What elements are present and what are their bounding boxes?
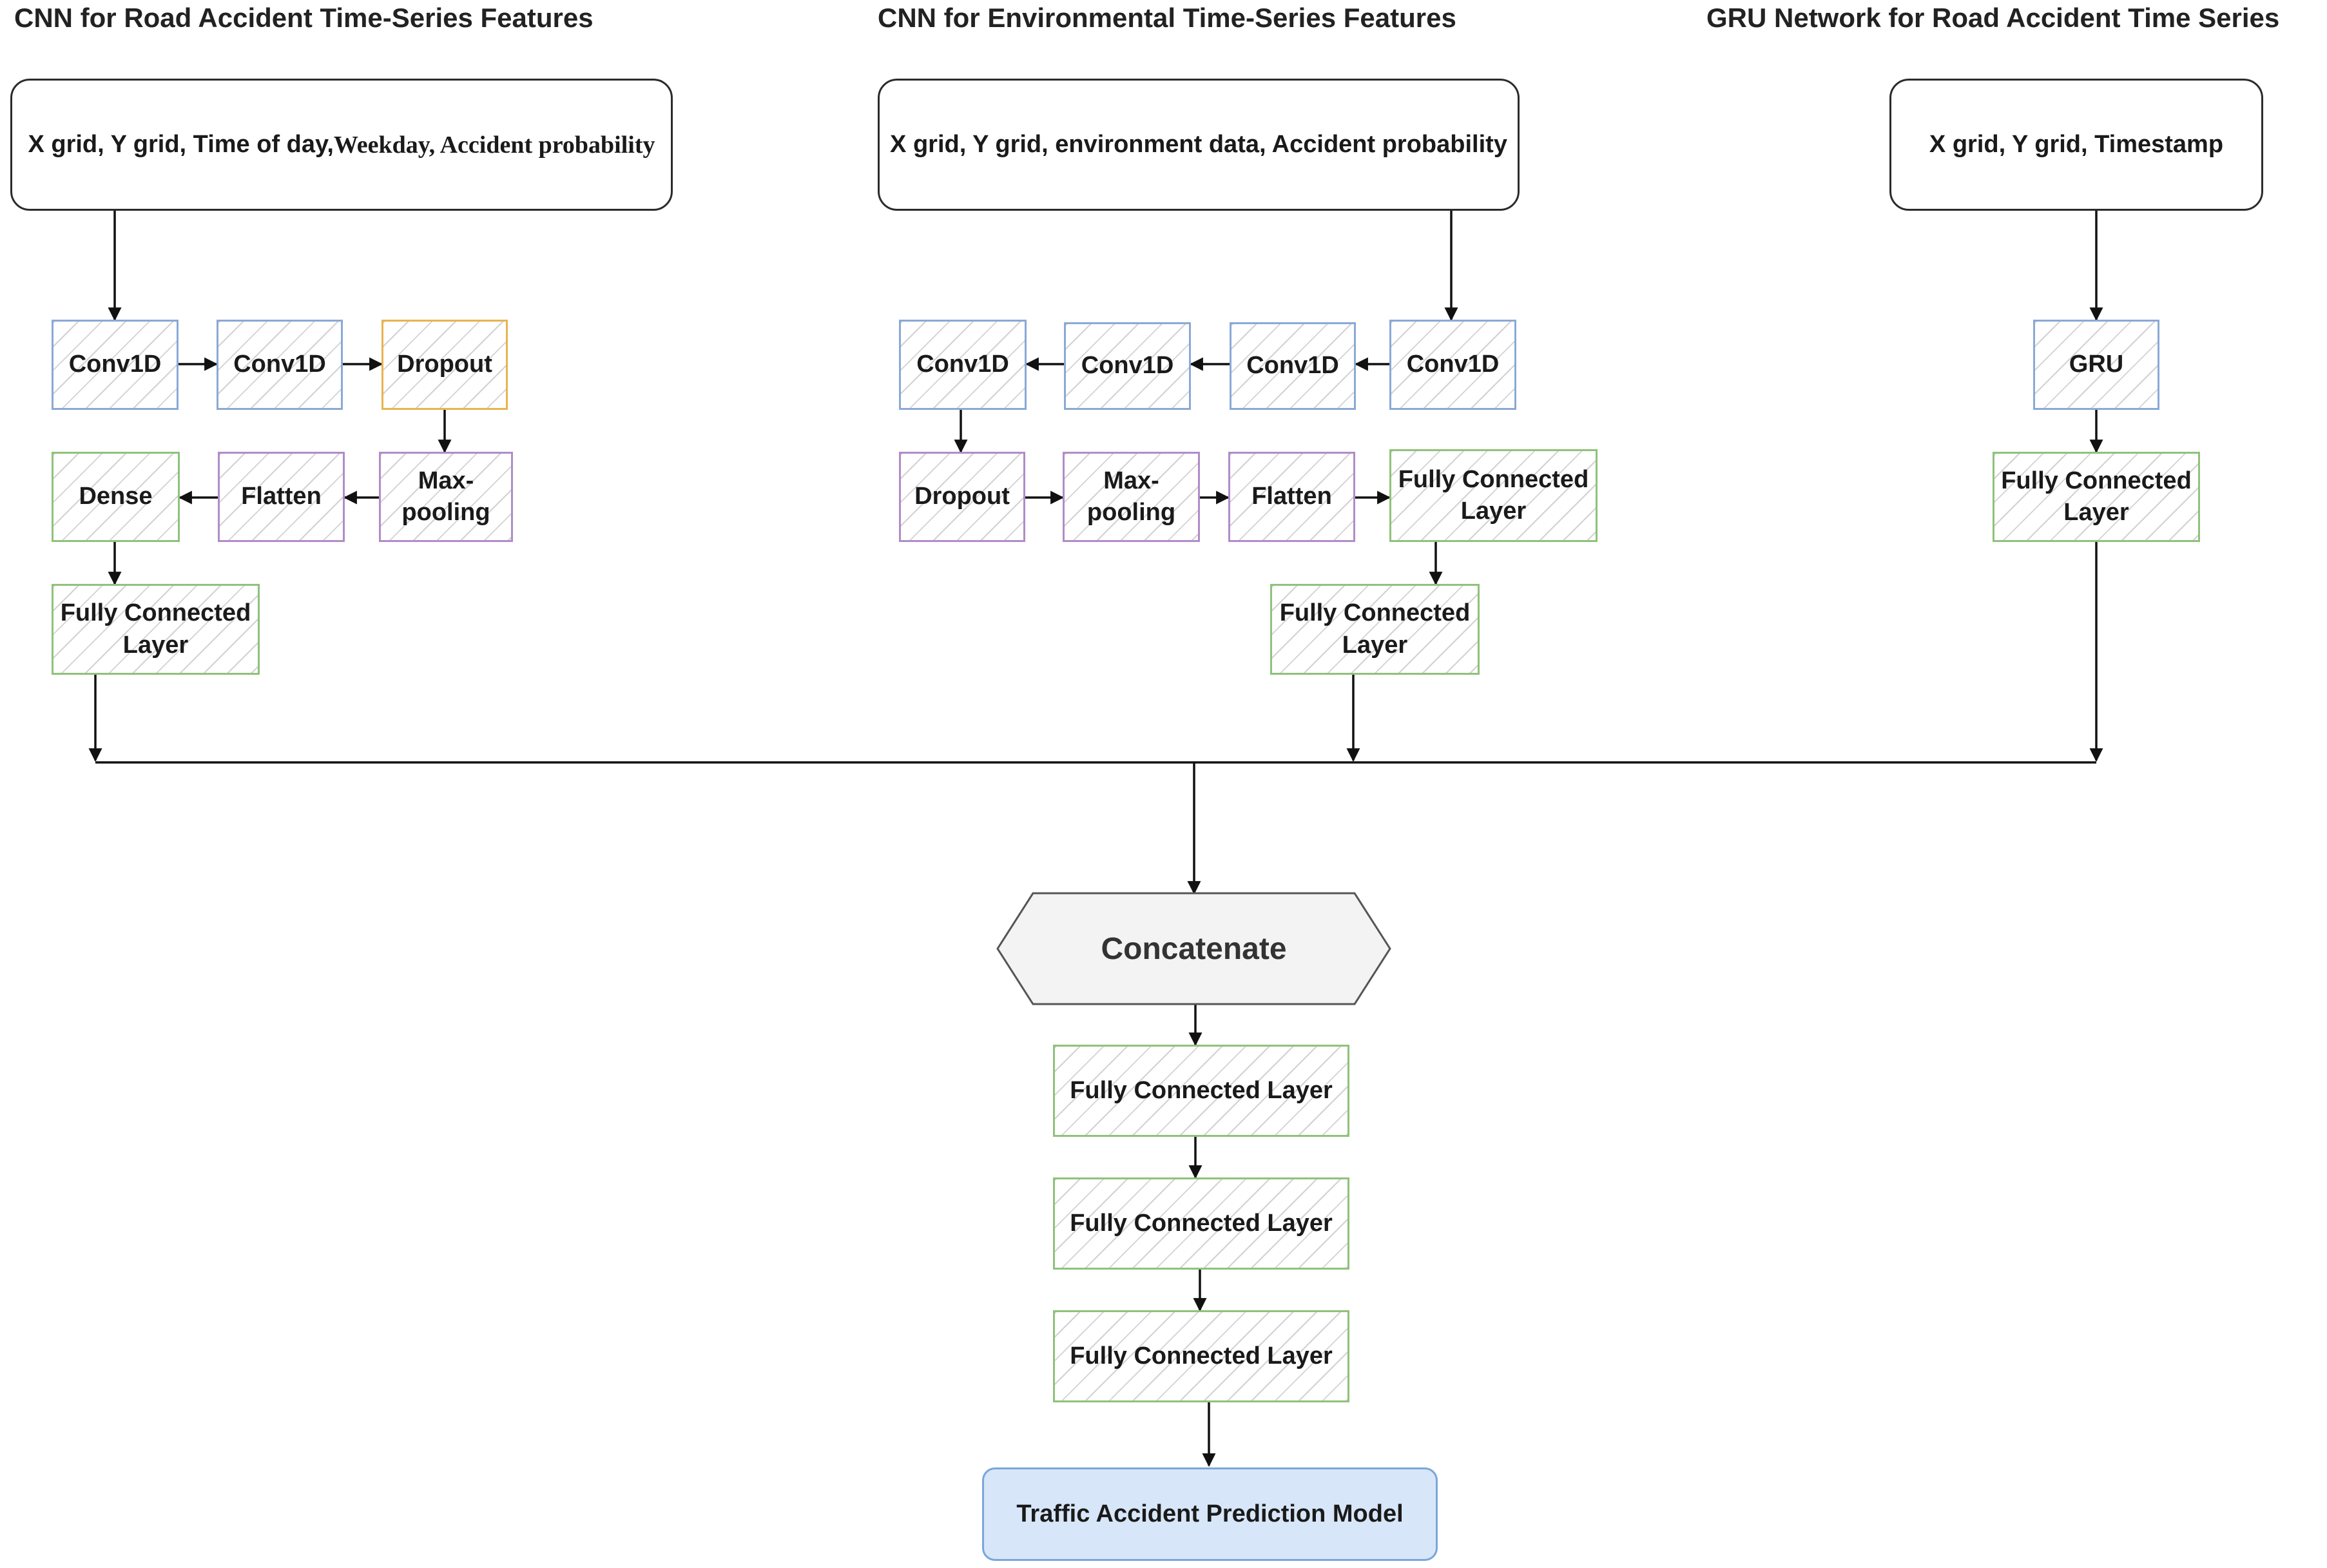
mid-flatten: Flatten xyxy=(1228,452,1355,542)
mid-fully-connected-layer-a: Fully Connected Layer xyxy=(1389,449,1598,542)
left-fc-label-2: Layer xyxy=(122,631,189,659)
mid-conv1d-2: Conv1D xyxy=(1064,322,1191,410)
merge-fc-layer-2: Fully Connected Layer xyxy=(1053,1177,1349,1270)
mid-conv1d-4-label: Conv1D xyxy=(1406,351,1500,378)
mid-flatten-label: Flatten xyxy=(1251,483,1332,510)
left-maxpooling-label-2: pooling xyxy=(401,499,490,526)
input-box-right: X grid, Y grid, Timestamp xyxy=(1889,79,2263,211)
right-fully-connected-layer: Fully Connected Layer xyxy=(1993,452,2200,542)
right-fc-label-1: Fully Connected xyxy=(2001,467,2192,494)
output-prediction-model: Traffic Accident Prediction Model xyxy=(982,1467,1438,1561)
mid-conv1d-1-label: Conv1D xyxy=(916,351,1009,378)
merge-fc-3-label: Fully Connected Layer xyxy=(1070,1342,1333,1370)
mid-conv1d-4: Conv1D xyxy=(1389,320,1516,410)
left-fc-label-1: Fully Connected xyxy=(60,599,251,627)
concatenate-hexagon xyxy=(996,892,1391,1005)
left-dense: Dense xyxy=(52,452,180,542)
mid-fc-a-label-1: Fully Connected xyxy=(1398,465,1589,493)
mid-conv1d-3: Conv1D xyxy=(1230,322,1356,410)
merge-fc-layer-3: Fully Connected Layer xyxy=(1053,1310,1349,1402)
right-gru-label: GRU xyxy=(2069,351,2124,378)
left-flatten: Flatten xyxy=(218,452,345,542)
left-dropout: Dropout xyxy=(381,320,508,410)
left-dense-label: Dense xyxy=(79,483,153,510)
mid-dropout-label: Dropout xyxy=(914,483,1010,510)
mid-conv1d-1: Conv1D xyxy=(899,320,1027,410)
mid-conv1d-2-label: Conv1D xyxy=(1081,352,1174,380)
input-box-left: X grid, Y grid, Time of day, Weekday, Ac… xyxy=(10,79,673,211)
right-gru: GRU xyxy=(2033,320,2159,410)
right-fc-label-2: Layer xyxy=(2063,499,2129,526)
mid-fc-b-label-2: Layer xyxy=(1342,631,1408,659)
left-fully-connected-layer: Fully Connected Layer xyxy=(52,584,260,675)
input-box-middle: X grid, Y grid, environment data, Accide… xyxy=(878,79,1520,211)
input-right-text: X grid, Y grid, Timestamp xyxy=(1929,131,2224,158)
merge-fc-2-label: Fully Connected Layer xyxy=(1070,1209,1333,1237)
mid-fc-a-label-2: Layer xyxy=(1460,498,1527,525)
left-maxpooling: Max- pooling xyxy=(379,452,513,542)
left-dropout-label: Dropout xyxy=(397,351,492,378)
mid-maxpooling-label-1: Max- xyxy=(1103,467,1159,494)
left-conv1d-1-label: Conv1D xyxy=(68,351,162,378)
mid-conv1d-3-label: Conv1D xyxy=(1246,352,1339,380)
left-maxpooling-label-1: Max- xyxy=(418,467,474,494)
left-conv1d-2-label: Conv1D xyxy=(233,351,326,378)
output-prediction-model-label: Traffic Accident Prediction Model xyxy=(1016,1500,1404,1527)
mid-fully-connected-layer-b: Fully Connected Layer xyxy=(1270,584,1480,675)
input-left-text-a: X grid, Y grid, Time of day, xyxy=(28,131,334,158)
left-flatten-label: Flatten xyxy=(241,483,322,510)
left-conv1d-1: Conv1D xyxy=(52,320,179,410)
title-left-cnn: CNN for Road Accident Time-Series Featur… xyxy=(14,3,594,33)
title-right-gru: GRU Network for Road Accident Time Serie… xyxy=(1706,3,2280,33)
concatenate-label: Concatenate xyxy=(1101,931,1287,966)
mid-maxpooling: Max- pooling xyxy=(1063,452,1200,542)
left-conv1d-2: Conv1D xyxy=(217,320,343,410)
mid-maxpooling-label-2: pooling xyxy=(1086,499,1176,526)
merge-fc-1-label: Fully Connected Layer xyxy=(1070,1076,1333,1104)
mid-dropout: Dropout xyxy=(899,452,1025,542)
input-middle-text: X grid, Y grid, environment data, Accide… xyxy=(890,131,1507,158)
input-left-text-b: Weekday, Accident probability xyxy=(333,131,655,159)
title-middle-cnn: CNN for Environmental Time-Series Featur… xyxy=(878,3,1456,33)
mid-fc-b-label-1: Fully Connected xyxy=(1279,599,1471,627)
merge-fc-layer-1: Fully Connected Layer xyxy=(1053,1045,1349,1137)
